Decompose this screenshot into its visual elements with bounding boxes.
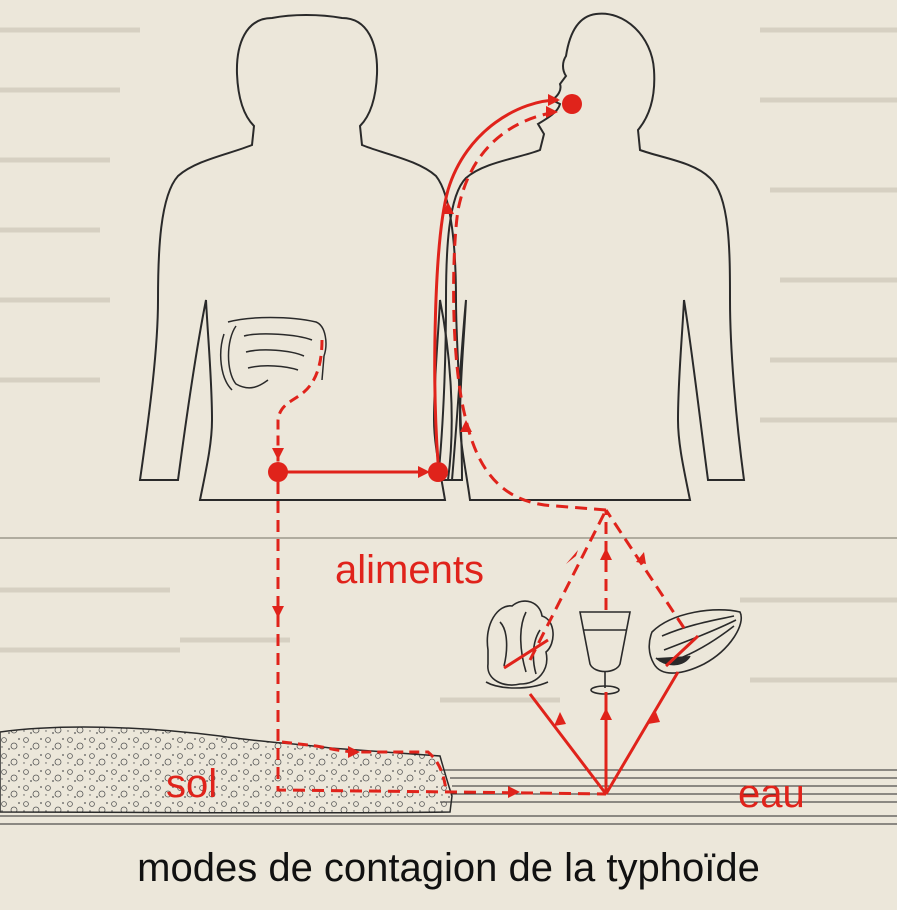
arrow-up-return	[460, 420, 472, 432]
path-water-to-mussel	[604, 671, 680, 795]
label-aliments: aliments	[335, 548, 484, 592]
human-silhouette-right	[436, 12, 746, 501]
vegetable-icon	[485, 600, 554, 689]
water-glass-icon	[579, 611, 631, 695]
water-surface	[0, 769, 897, 825]
human-silhouette-left	[138, 14, 464, 501]
path-food-to-mouth-dashed	[452, 110, 607, 512]
arrow-right-soil	[348, 746, 360, 758]
arrow-mouth-2	[546, 106, 558, 118]
dot-intestine-exit	[268, 462, 288, 482]
arrow-right-water	[508, 786, 520, 798]
arrow-mouth-1	[548, 94, 560, 106]
arrow-up-glass-1	[600, 548, 612, 560]
background-texture	[0, 27, 897, 703]
arrow-down-1	[272, 448, 284, 460]
path-to-soil	[276, 482, 607, 796]
path-water-to-vegetable	[528, 693, 608, 795]
arrow-up-mussel-1	[636, 552, 646, 564]
label-eau: eau	[738, 772, 805, 816]
soil-ground	[0, 726, 453, 814]
path-mussel-to-apex	[604, 509, 686, 629]
arrow-up-veg-1	[566, 550, 578, 564]
path-food-to-mouth-solid	[433, 98, 559, 463]
contamination-paths	[276, 98, 700, 796]
path-vegetable-cross	[503, 638, 549, 670]
dot-food	[428, 462, 448, 482]
arrow-right-food	[418, 466, 430, 478]
arrow-up-glass-2	[600, 708, 612, 720]
dot-mouth	[562, 94, 582, 114]
path-mussel-cross	[664, 634, 700, 668]
arrow-up-mussel-2	[648, 712, 660, 724]
label-sol: sol	[166, 762, 218, 806]
arrow-down-2	[272, 606, 284, 618]
intestine-icon	[219, 316, 327, 391]
diagram-caption: modes de contagion de la typhoïde	[137, 846, 760, 890]
arrow-up-veg-2	[554, 712, 566, 726]
path-vegetable-to-apex	[528, 509, 608, 661]
arrowheads	[272, 94, 660, 798]
path-intestine-exit	[276, 339, 324, 462]
mussel-icon	[648, 609, 743, 674]
arrow-up-curve	[442, 202, 454, 214]
